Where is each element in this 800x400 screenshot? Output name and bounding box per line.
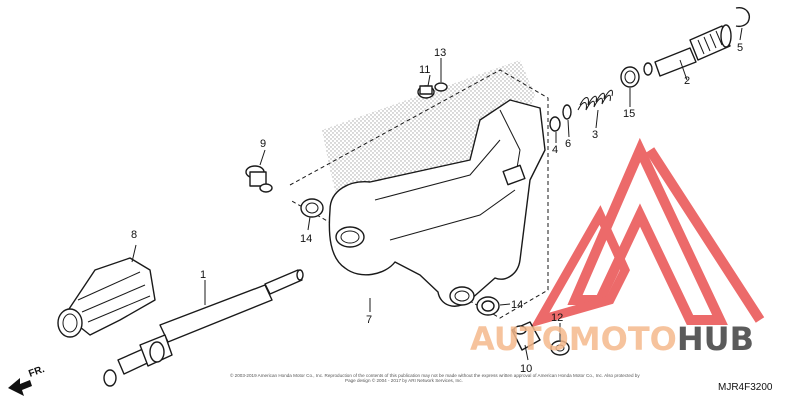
- copyright-line-2: Page design © 2004 - 2017 by ARI Network…: [345, 377, 463, 383]
- boot-part[interactable]: [57, 257, 156, 338]
- callout-12: 12: [551, 312, 563, 324]
- callout-9: 9: [260, 138, 266, 150]
- plug-part[interactable]: [245, 165, 273, 193]
- leader-lines: [131, 27, 743, 361]
- watermark-text: AUTOMOTOHUB: [470, 320, 754, 358]
- callout-3: 3: [592, 129, 598, 141]
- fitting-part[interactable]: [511, 321, 541, 351]
- callout-10: 10: [520, 363, 532, 375]
- diagram-code: MJR4F3200: [718, 382, 773, 393]
- watermark-logo-icon: [530, 137, 765, 328]
- oil-seal-lower-part[interactable]: [476, 296, 500, 316]
- callout-15: 15: [623, 108, 635, 120]
- callout-14-upper: 14: [300, 233, 312, 245]
- callout-5: 5: [737, 42, 743, 54]
- callout-11: 11: [419, 64, 430, 76]
- bearing-part[interactable]: [620, 66, 640, 88]
- spring-part[interactable]: [577, 89, 613, 111]
- drive-shaft-part[interactable]: [103, 269, 304, 387]
- bolt-part[interactable]: [417, 85, 435, 99]
- circlip-part[interactable]: [735, 7, 750, 28]
- callout-13: 13: [434, 47, 446, 59]
- front-direction-arrow-icon: [8, 378, 32, 396]
- callout-8: 8: [131, 229, 137, 241]
- callout-7: 7: [366, 314, 372, 326]
- callout-1: 1: [200, 269, 206, 281]
- oil-seal-upper-part[interactable]: [300, 198, 324, 218]
- washer-part[interactable]: [434, 82, 448, 92]
- copyright-line-1: © 2003-2019 American Honda Motor Co., In…: [230, 372, 640, 378]
- seat-part[interactable]: [549, 116, 561, 132]
- callout-14-lower: 14: [511, 299, 523, 311]
- ring-part[interactable]: [562, 104, 572, 120]
- nut-part[interactable]: [550, 340, 570, 356]
- callout-6: 6: [565, 138, 571, 150]
- callout-4: 4: [552, 144, 558, 156]
- swingarm-part[interactable]: [328, 99, 546, 307]
- callout-2: 2: [684, 75, 690, 87]
- direction-label: FR.: [27, 364, 46, 380]
- final-shaft-part[interactable]: [643, 24, 732, 77]
